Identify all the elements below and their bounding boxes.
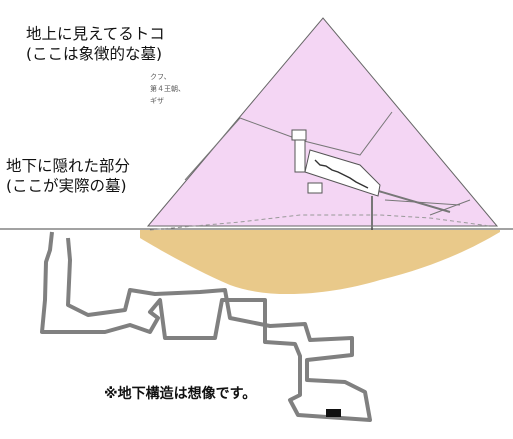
pyramid-caption-line2: 第４王朝、 [150,85,185,93]
queens-chamber [307,182,323,194]
gallery-hatching [314,159,369,189]
imagination-note: ※地下構造は想像です。 [104,386,257,402]
underground-label-line2: (ここが実際の墓) [6,177,127,195]
sand-top-dashed [149,214,491,231]
sand-layer [140,230,500,295]
kings-chamber [291,129,307,141]
underground-tunnels [40,231,372,422]
above-ground-label-line1: 地上に見えてるトコ [26,25,165,43]
underground-label-line1: 地下に隠れた部分 [6,157,131,175]
above-ground-label-line2: (ここは象徴的な墓) [26,45,163,63]
pyramid-caption-line3: ギザ [150,97,164,105]
underground-burial-chamber [326,409,341,417]
gallery-block [294,139,306,173]
pyramid-caption-line1: クフ、 [150,73,171,81]
air-shaft-line-2 [429,199,471,216]
air-shaft-line [384,199,461,206]
pyramid-body [146,17,499,227]
